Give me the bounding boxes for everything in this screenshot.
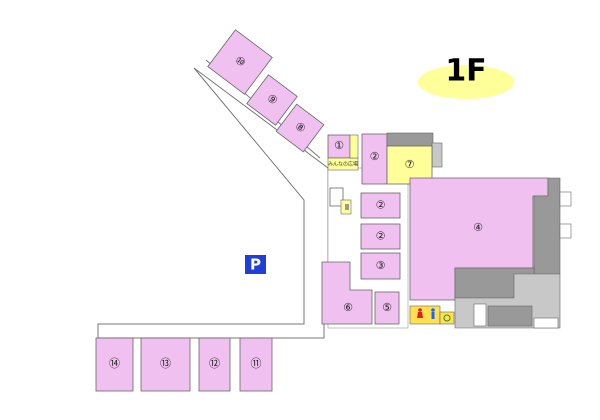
shop-2-lower[interactable]: ② [360,223,401,250]
community-plaza: みんなの広場 [327,157,359,171]
stairs-icon [559,223,572,239]
shop-number: ⑫ [209,357,220,370]
shop-2-top[interactable]: ② [361,133,388,185]
shop-9[interactable]: ⑨ [246,74,298,126]
shop-3[interactable]: ③ [360,252,401,280]
shop-14[interactable]: ⑭ [95,337,134,392]
shop-number: ④ [473,221,483,234]
shop-1[interactable]: ① [327,134,351,159]
shop-number: ⑪ [251,357,262,370]
elevator-icon [329,187,344,207]
shop-11[interactable]: ⑪ [239,337,273,392]
shop-2-middle[interactable]: ② [360,192,401,219]
restroom-icon [409,305,441,325]
parking-icon: P [245,255,266,274]
shop-13[interactable]: ⑬ [140,337,191,392]
service-room [487,305,533,327]
shop-number: ② [376,199,386,212]
stairs-icon [431,142,443,168]
service-band-top [386,132,434,147]
accessible-restroom-icon [439,311,455,325]
shop-number: ⑭ [109,357,120,370]
shop-number: ⑬ [160,357,171,370]
stairs-icon [559,191,572,207]
parking-symbol: P [250,256,261,274]
shop-8[interactable]: ⑧ [275,103,325,153]
service-box-inner [345,204,349,210]
shop-10[interactable]: ⑩ [207,29,273,95]
shop-number: ③ [376,259,386,272]
shop-number: ② [370,150,380,163]
shop-number: ② [376,230,386,243]
stairs-icon [473,303,487,327]
shop-number: ⑥ [343,301,353,314]
floor-badge [418,65,514,99]
shop-number: ① [334,139,344,152]
shop-5[interactable]: ⑤ [374,291,400,325]
floor-label: 1F [445,54,486,89]
plaza-label: みんなの広場 [328,161,358,168]
shop-number: ⑤ [382,301,392,314]
shop-number: ⑦ [405,158,415,171]
shop-6[interactable]: ⑥ [321,261,373,325]
stairs-icon [533,317,559,329]
plaza-strip [349,134,359,159]
shop-12[interactable]: ⑫ [198,337,231,392]
